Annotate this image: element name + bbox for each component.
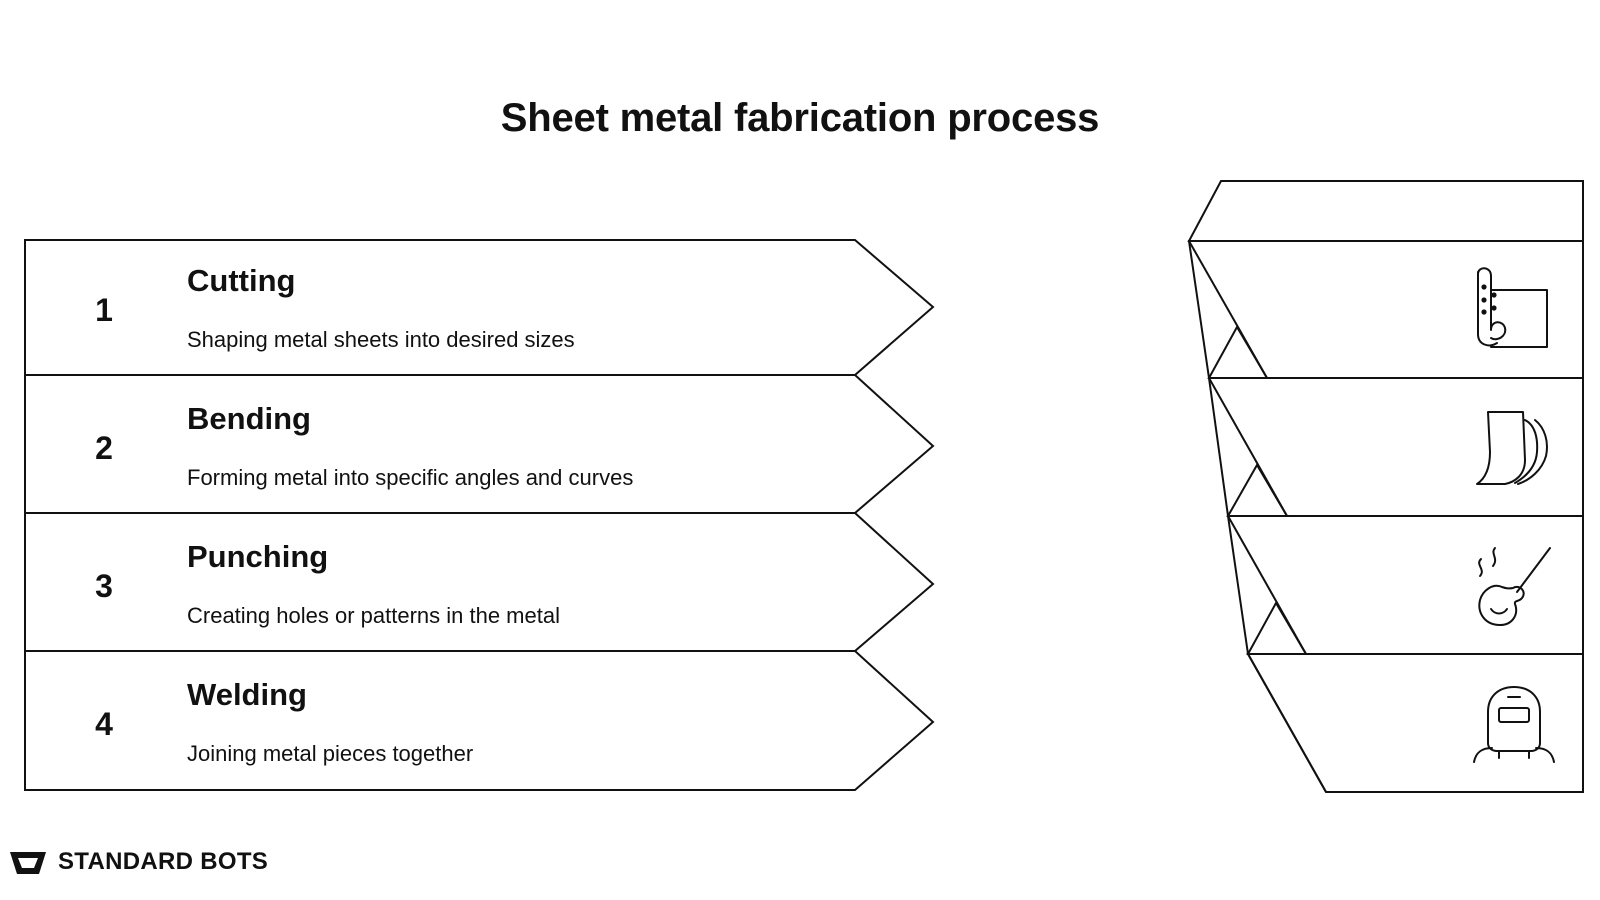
- cutting-icon: [1477, 267, 1548, 348]
- punching-icon: [1478, 547, 1551, 626]
- step-1-title: Cutting: [187, 263, 296, 298]
- brand: STANDARD BOTS: [8, 846, 268, 878]
- step-2-arrow-panel: [24, 374, 935, 514]
- step-2-title: Bending: [187, 401, 311, 436]
- diagram-title: Sheet metal fabrication process: [500, 96, 1100, 140]
- step-2-number: 2: [95, 430, 113, 466]
- step-4-arrow-panel: [24, 650, 935, 791]
- step-4-stack-panel: [1246, 653, 1584, 793]
- step-1-description: Shaping metal sheets into desired sizes: [187, 327, 575, 352]
- bending-icon: [1476, 411, 1548, 485]
- brand-name: STANDARD BOTS: [58, 848, 269, 875]
- step-3-arrow-panel: [24, 512, 935, 652]
- step-2-description: Forming metal into specific angles and c…: [187, 465, 634, 490]
- step-3-description: Creating holes or patterns in the metal: [187, 603, 560, 628]
- step-1-arrow-panel: [24, 239, 935, 376]
- welding-icon: [1473, 686, 1555, 763]
- step-4-title: Welding: [187, 677, 307, 712]
- step-3-title: Punching: [187, 539, 329, 574]
- step-4-number: 4: [95, 706, 113, 742]
- stack-top-cap: [1187, 180, 1584, 242]
- step-1-number: 1: [95, 292, 113, 328]
- step-3-number: 3: [95, 568, 113, 604]
- step-4-description: Joining metal pieces together: [187, 741, 474, 766]
- standard-bots-logo: [10, 852, 46, 874]
